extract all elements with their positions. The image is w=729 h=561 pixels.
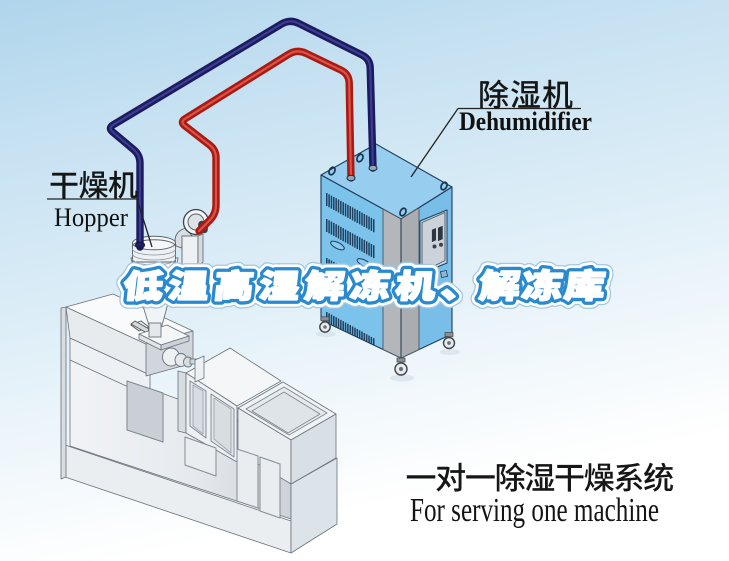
svg-text:For serving one machine: For serving one machine xyxy=(410,492,659,529)
svg-text:Dehumidifier: Dehumidifier xyxy=(459,107,592,136)
svg-text:Hopper: Hopper xyxy=(54,203,128,232)
